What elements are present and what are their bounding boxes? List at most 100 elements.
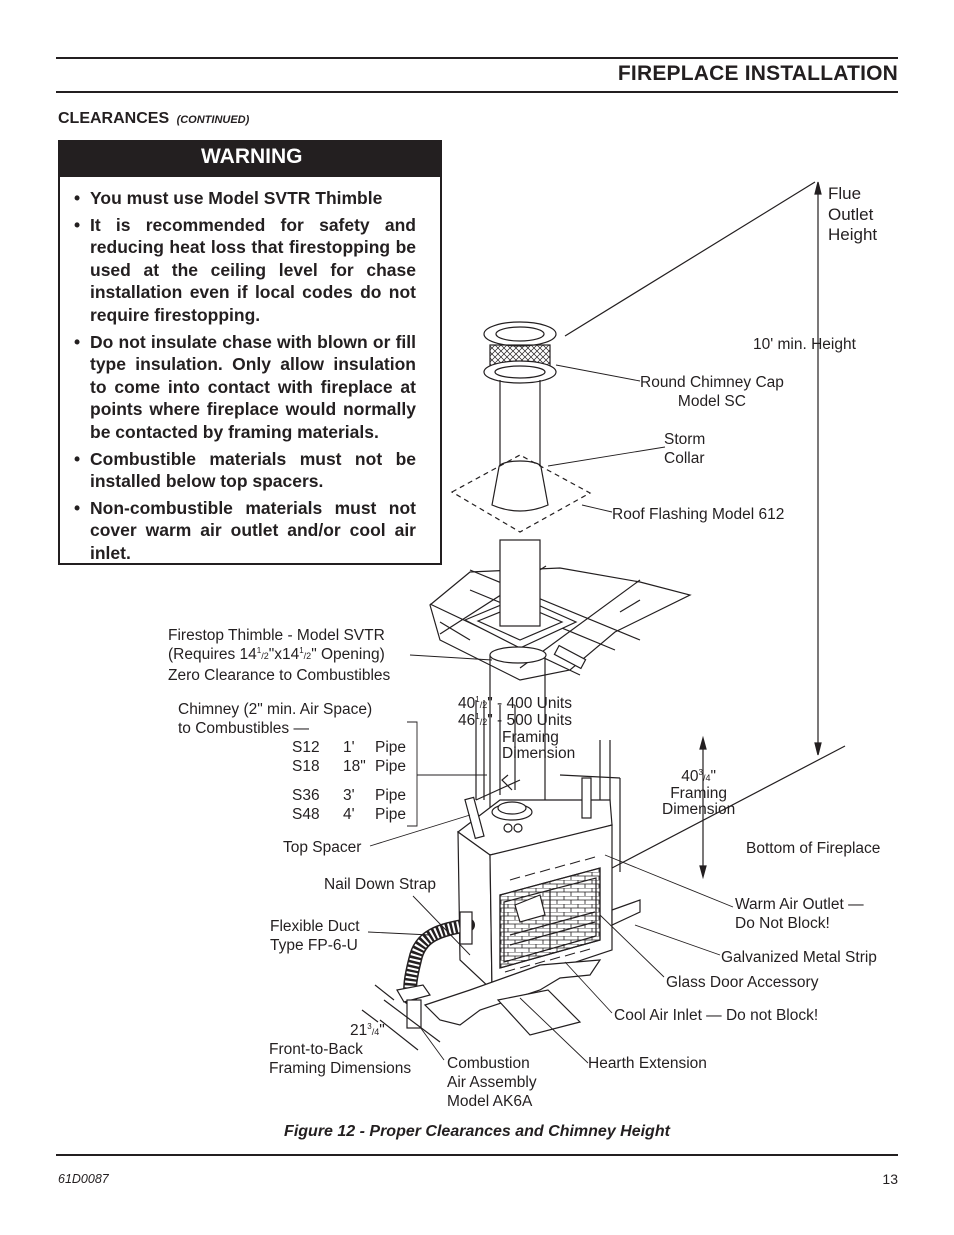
cool-air-inlet-label: Cool Air Inlet — Do not Block!: [614, 1007, 819, 1024]
chimney-air-space-label: Chimney (2" min. Air Space) to Combustib…: [178, 700, 372, 738]
chimney-cap-label-line: Round Chimney Cap: [640, 374, 784, 391]
fraction-denominator: /2: [479, 700, 488, 710]
fraction-numerator: 3: [698, 767, 703, 777]
dim-text: 40: [458, 695, 476, 712]
fraction-numerator: 3: [367, 1021, 372, 1031]
warning-item: Do not insulate chase with blown or fill…: [74, 331, 416, 444]
flue-label-line: Outlet: [828, 204, 874, 224]
fraction-numerator: 1: [475, 711, 480, 721]
depth-dimension-label: 213/4": [350, 1021, 385, 1042]
fraction-numerator: 1: [256, 645, 262, 655]
warning-item: You must use Model SVTR Thimble: [74, 187, 416, 210]
warning-item: It is recommended for safety and reducin…: [74, 214, 416, 327]
flexible-duct-label: Flexible Duct Type FP-6-U: [270, 917, 360, 955]
combustion-air-assembly: [406, 999, 422, 1029]
warning-list: You must use Model SVTR Thimble It is re…: [60, 177, 440, 565]
section-title: FIREPLACE INSTALLATION: [617, 62, 898, 85]
flue-outlet-height-label: Flue Outlet Height: [828, 184, 877, 246]
dim-text: 21: [350, 1022, 368, 1039]
combustion-label-line: Air Assembly: [447, 1074, 537, 1091]
flexible-duct: [396, 911, 475, 1029]
pipe-unit: Pipe: [375, 758, 407, 775]
header-rule: [56, 91, 898, 93]
front-to-back-label: Front-to-Back Framing Dimensions: [269, 1040, 411, 1078]
fraction-denominator: /4: [702, 773, 711, 783]
chimney-cap-label: Round Chimney Cap Model SC: [640, 373, 784, 411]
framing-label-line: Framing: [502, 729, 559, 746]
footer-rule: [56, 1154, 898, 1156]
firestop-text: "x14: [268, 646, 300, 663]
dim-text: ": [710, 768, 716, 785]
fraction-denominator: /2: [303, 651, 312, 661]
front-back-label-line: Framing Dimensions: [269, 1060, 412, 1077]
hearth-tile: [496, 989, 582, 1036]
flue-label-line: Height: [828, 225, 878, 244]
chimney-air-label-line: Chimney (2" min. Air Space): [178, 701, 373, 718]
framing-label-line: Dimension: [502, 745, 576, 762]
storm-collar-label: Storm Collar: [664, 430, 705, 468]
warm-air-label-line: Warm Air Outlet —: [735, 896, 864, 913]
pipe-length: 3': [343, 787, 355, 804]
pipe-length: 1': [343, 739, 355, 756]
pipe-row: S48 4' Pipe: [292, 805, 406, 824]
pipe-model: S18: [292, 758, 320, 775]
galvanized-metal-strip-label: Galvanized Metal Strip: [721, 949, 877, 966]
flue-label-line: Flue: [828, 184, 862, 203]
pipe-model: S12: [292, 739, 320, 756]
fraction-denominator: /4: [371, 1027, 380, 1037]
pipe-length: 18": [343, 758, 366, 775]
subheading-text: CLEARANCES: [58, 110, 170, 127]
warning-box: WARNING You must use Model SVTR Thimble …: [58, 140, 442, 565]
fraction-numerator: 1: [475, 694, 480, 704]
height-framing-label-line: Dimension: [662, 801, 736, 818]
firestop-text: " Opening): [311, 646, 385, 663]
storm-collar-label-line: Collar: [664, 450, 705, 467]
storm-collar-label-line: Storm: [664, 431, 706, 448]
pipe-unit: Pipe: [375, 806, 407, 823]
height-framing-value: 403/4": [662, 767, 735, 786]
front-back-label-line: Front-to-Back: [269, 1041, 363, 1058]
pipe-model: S48: [292, 806, 320, 823]
pipe-row: S18 18" Pipe: [292, 757, 406, 776]
bottom-of-fireplace-label: Bottom of Fireplace: [746, 840, 881, 857]
pipe-unit: Pipe: [375, 787, 407, 804]
flex-duct-label-line: Type FP-6-U: [270, 937, 358, 954]
warning-title: WARNING: [60, 142, 440, 177]
roof-flashing-label: Roof Flashing Model 612: [612, 506, 785, 523]
flex-duct-label-line: Flexible Duct: [270, 918, 360, 935]
warm-air-outlet-label: Warm Air Outlet — Do Not Block!: [735, 895, 864, 933]
combustion-air-label: Combustion Air Assembly Model AK6A: [447, 1054, 537, 1111]
warm-air-label-line: Do Not Block!: [735, 915, 830, 932]
dim-text: 40: [681, 768, 699, 785]
pipe-model: S36: [292, 787, 320, 804]
subheading-note: (CONTINUED): [176, 114, 250, 126]
top-height-guide: [564, 181, 816, 337]
framing-width-label: 401/2" - 400 Units 461/2" - 500 Units Fr…: [458, 694, 576, 762]
fireplace-unit: [456, 777, 641, 992]
combustion-label-line: Model AK6A: [447, 1093, 533, 1110]
dim-text: " - 400 Units: [487, 695, 572, 712]
chimney-air-label-line: to Combustibles —: [178, 720, 309, 737]
leader-lines: [367, 364, 734, 1064]
firestop-label-line: (Requires 141/2"x141/2" Opening): [168, 645, 390, 666]
ceiling-framing: [429, 565, 692, 681]
height-framing-label-line: Framing: [670, 785, 728, 802]
top-rule: [56, 57, 898, 59]
top-spacer-label: Top Spacer: [283, 839, 362, 856]
hearth-extension-label: Hearth Extension: [588, 1055, 707, 1072]
pipe-length: 4': [343, 806, 355, 823]
warning-item: Combustible materials must not be instal…: [74, 448, 416, 493]
fraction-denominator: /2: [479, 717, 488, 727]
firestop-label-line: Firestop Thimble - Model SVTR: [168, 627, 385, 644]
roof-flashing: [450, 454, 592, 533]
dim-text: " - 500 Units: [487, 712, 572, 729]
fraction-denominator: /2: [261, 651, 269, 661]
chimney-cap: [483, 321, 557, 384]
bottom-height-guide: [611, 745, 846, 869]
combustion-label-line: Combustion: [447, 1055, 530, 1072]
framing-400-line: 401/2" - 400 Units: [458, 694, 575, 713]
subheading: CLEARANCES (CONTINUED): [58, 110, 249, 128]
glass-door-label: Glass Door Accessory: [666, 974, 819, 991]
